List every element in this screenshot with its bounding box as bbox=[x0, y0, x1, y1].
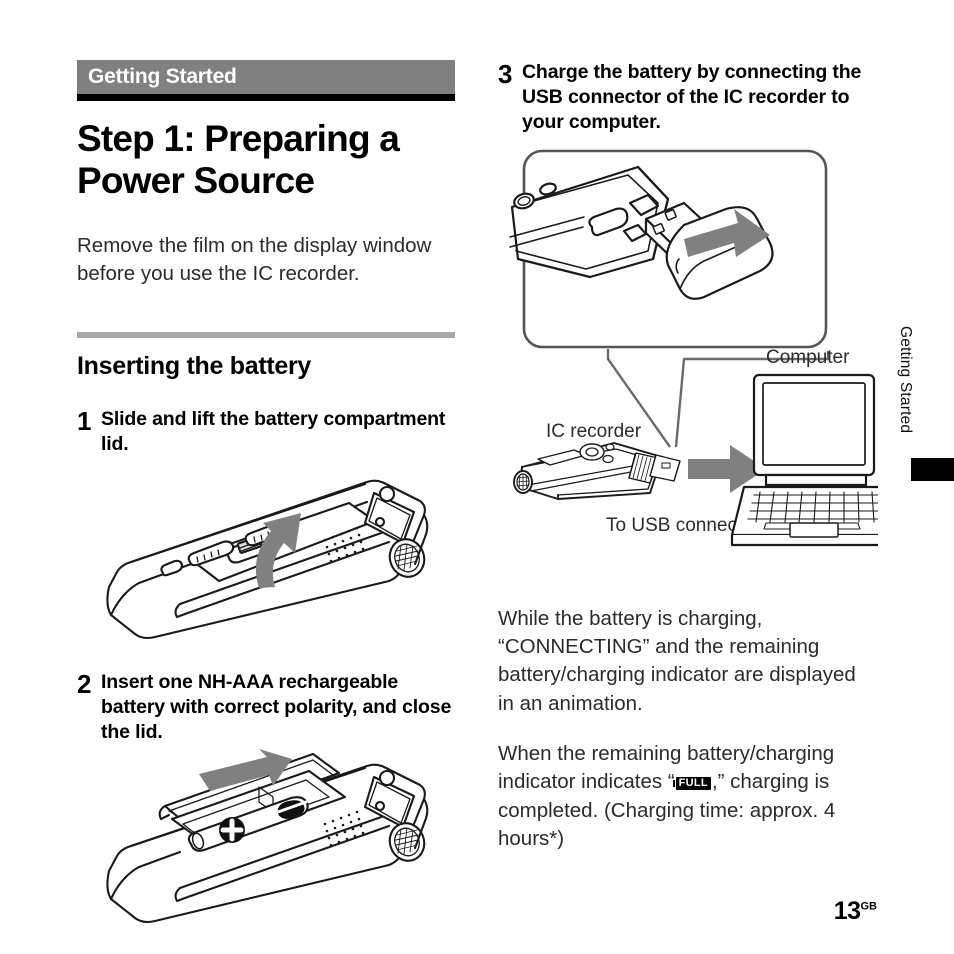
ic-recorder-lid-open-illustration bbox=[77, 465, 455, 640]
usb-connection-diagram: Computer IC recorder To USB connector bbox=[498, 147, 878, 587]
charging-paragraph-1: While the battery is charging, “CONNECTI… bbox=[498, 605, 870, 718]
side-tab: Getting Started bbox=[890, 300, 920, 460]
step-1-number: 1 bbox=[77, 406, 92, 437]
charging-paragraph-2-text-after: ,” charging is completed. (Charging time… bbox=[498, 770, 836, 850]
connect-direction-arrow bbox=[688, 444, 766, 493]
cap-removal-arrow bbox=[684, 208, 770, 257]
lid-open-arrow bbox=[255, 513, 301, 589]
full-battery-indicator-icon: FULL bbox=[672, 777, 711, 791]
label-ic-recorder: IC recorder bbox=[546, 421, 642, 442]
ic-recorder-battery-insert-illustration bbox=[77, 748, 455, 924]
step-2-number: 2 bbox=[77, 669, 92, 700]
left-column: Getting Started Step 1: Preparing a Powe… bbox=[77, 60, 455, 924]
label-to-usb-connector: To USB connector bbox=[606, 515, 760, 536]
intro-paragraph: Remove the film on the display window be… bbox=[77, 233, 432, 285]
step-1: 1 Slide and lift the battery compartment… bbox=[77, 407, 455, 457]
step-1-text: Slide and lift the battery compartment l… bbox=[101, 408, 446, 456]
page-number: 13GB bbox=[834, 897, 877, 926]
page-number-value: 13 bbox=[833, 897, 861, 925]
side-tab-marker bbox=[911, 458, 954, 481]
right-column: 3 Charge the battery by connecting the U… bbox=[498, 59, 878, 853]
section-divider-rule bbox=[77, 332, 455, 339]
section-title: Inserting the battery bbox=[77, 352, 312, 381]
battery-insert-arrow bbox=[199, 748, 292, 791]
chapter-underline-rule bbox=[77, 94, 455, 101]
label-computer: Computer bbox=[766, 347, 850, 368]
page-number-suffix: GB bbox=[860, 900, 878, 913]
side-tab-label: Getting Started bbox=[897, 326, 914, 434]
chapter-label: Getting Started bbox=[88, 65, 237, 88]
ic-recorder-small-illustration bbox=[513, 441, 681, 500]
charging-paragraph-2: When the remaining battery/charging indi… bbox=[498, 740, 870, 853]
laptop-illustration bbox=[730, 373, 878, 546]
step-3-number: 3 bbox=[498, 59, 513, 89]
step-2: 2 Insert one NH-AAA rechargeable battery… bbox=[77, 670, 455, 745]
step-3: 3 Charge the battery by connecting the U… bbox=[498, 59, 870, 135]
callout-leader-lines bbox=[606, 348, 830, 448]
step-2-text: Insert one NH-AAA rechargeable battery w… bbox=[101, 671, 452, 743]
step-3-text: Charge the battery by connecting the USB… bbox=[522, 61, 862, 133]
chapter-banner: Getting Started bbox=[77, 60, 455, 94]
page-title: Step 1: Preparing a Power Source bbox=[77, 118, 400, 201]
charging-paragraph-1-text: While the battery is charging, “CONNECTI… bbox=[498, 606, 856, 715]
charging-paragraph-2-text-before: When the remaining battery/charging indi… bbox=[498, 741, 835, 794]
